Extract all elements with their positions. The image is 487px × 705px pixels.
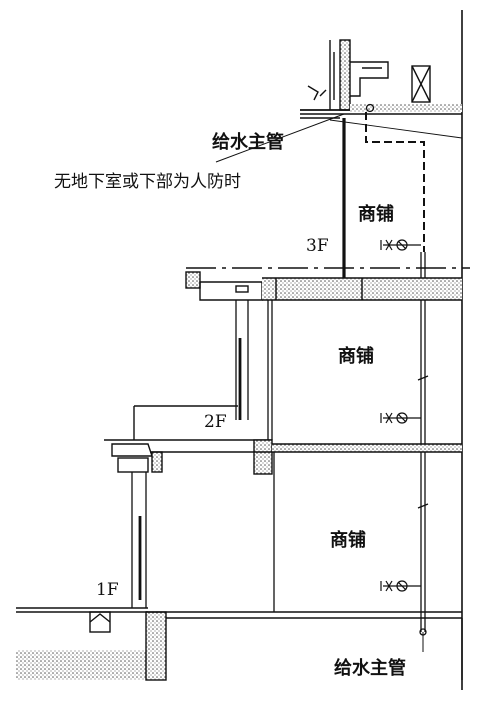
note-label: 无地下室或下部为人防时 bbox=[54, 172, 241, 192]
dashed-roof-pipe bbox=[365, 112, 425, 252]
valve-1f-icon bbox=[380, 580, 421, 592]
top-valve-icon bbox=[365, 103, 375, 113]
slab-2f bbox=[104, 405, 462, 475]
roof-structure bbox=[300, 39, 463, 139]
main-pipe-label-bottom: 给水主管 bbox=[334, 658, 406, 679]
shop-label-3f: 商铺 bbox=[358, 204, 394, 225]
facade-2f-1f bbox=[131, 452, 275, 612]
ground-slab bbox=[16, 607, 463, 681]
leader-top bbox=[215, 113, 345, 163]
valve-groups bbox=[380, 239, 421, 592]
floor-label-1f: 1F bbox=[96, 580, 119, 600]
shop-label-1f: 商铺 bbox=[330, 530, 366, 551]
valve-3f-icon bbox=[380, 239, 421, 251]
main-pipe-label-top: 给水主管 bbox=[212, 132, 284, 153]
shop-label-2f: 商铺 bbox=[338, 346, 374, 367]
valve-2f-icon bbox=[380, 412, 421, 424]
floor-label-2f: 2F bbox=[204, 412, 227, 432]
facade-3f-2f bbox=[235, 300, 273, 440]
floor-label-3f: 3F bbox=[306, 236, 329, 256]
slab-3f bbox=[185, 267, 470, 301]
